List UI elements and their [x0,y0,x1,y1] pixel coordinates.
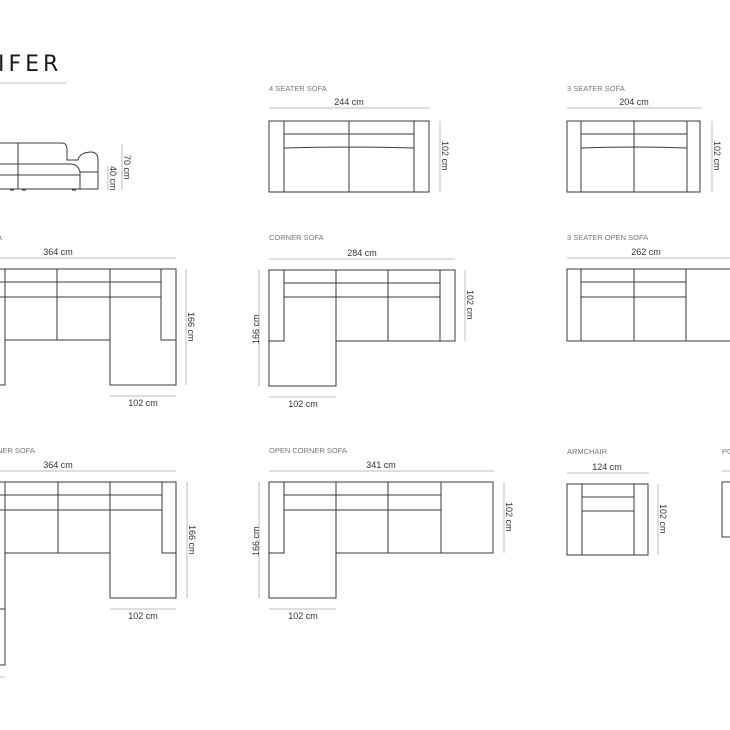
width-label: 244 cm [334,97,364,107]
u-sofa-drawing: A 364 cm 166 cm 102 cm [0,233,196,408]
chaise-width-label: 102 cm [288,611,318,621]
width-label: 364 cm [43,247,73,257]
open-corner-sofa-drawing: OPEN CORNER SOFA 341 cm 102 cm 166 cm 10… [251,446,514,621]
chaise-width-label: 102 cm [128,611,158,621]
side-seat-height-label: 40 cm [108,166,118,191]
drawing-label: ARMCHAIR [567,447,608,456]
depth-label: 102 cm [465,290,475,320]
width-label: 204 cm [619,97,649,107]
chaise-width-label: 102 cm [128,398,158,408]
side-height-label: 70 cm [122,155,132,180]
partial-drawing: PO [721,447,730,538]
depth-label: 166 cm [186,312,196,342]
depth-label: 102 cm [440,141,450,171]
drawing-label: 4 SEATER SOFA [269,84,327,93]
depth-label: 102 cm [504,502,514,532]
drawing-label: OPEN CORNER SOFA [269,446,347,455]
u-corner-sofa-drawing: NER SOFA 364 cm 166 cm 102 cm [0,446,197,678]
three-seater-open-sofa-drawing: 3 SEATER OPEN SOFA 262 cm [566,233,730,342]
drawing-label: 3 SEATER OPEN SOFA [567,233,648,242]
corner-sofa-drawing: CORNER SOFA 284 cm 102 cm 166 cm 102 cm [251,233,475,409]
width-label: 341 cm [366,460,396,470]
drawing-label: A [0,233,2,242]
drawing-label: NER SOFA [0,446,35,455]
chaise-width-label: 102 cm [288,399,318,409]
side-view-drawing: 70 cm 40 cm [0,142,132,191]
drawing-label: CORNER SOFA [269,233,324,242]
width-label: 262 cm [631,247,661,257]
depth-label: 102 cm [712,141,722,171]
depth-label: 102 cm [658,504,668,534]
width-label: 284 cm [347,248,377,258]
width-label: 364 cm [43,460,73,470]
depth-label: 166 cm [187,525,197,555]
armchair-drawing: ARMCHAIR 124 cm 102 cm [566,447,668,556]
three-seater-sofa-drawing: 3 SEATER SOFA 204 cm 102 cm [566,84,722,193]
drawing-label: PO [722,447,730,456]
chaise-depth-label: 166 cm [251,526,261,556]
four-seater-sofa-drawing: 4 SEATER SOFA 244 cm 102 cm [268,84,450,193]
chaise-depth-label: 166 cm [251,314,261,344]
width-label: 124 cm [592,462,622,472]
drawing-label: 3 SEATER SOFA [567,84,625,93]
page-title: IFER [0,52,62,77]
